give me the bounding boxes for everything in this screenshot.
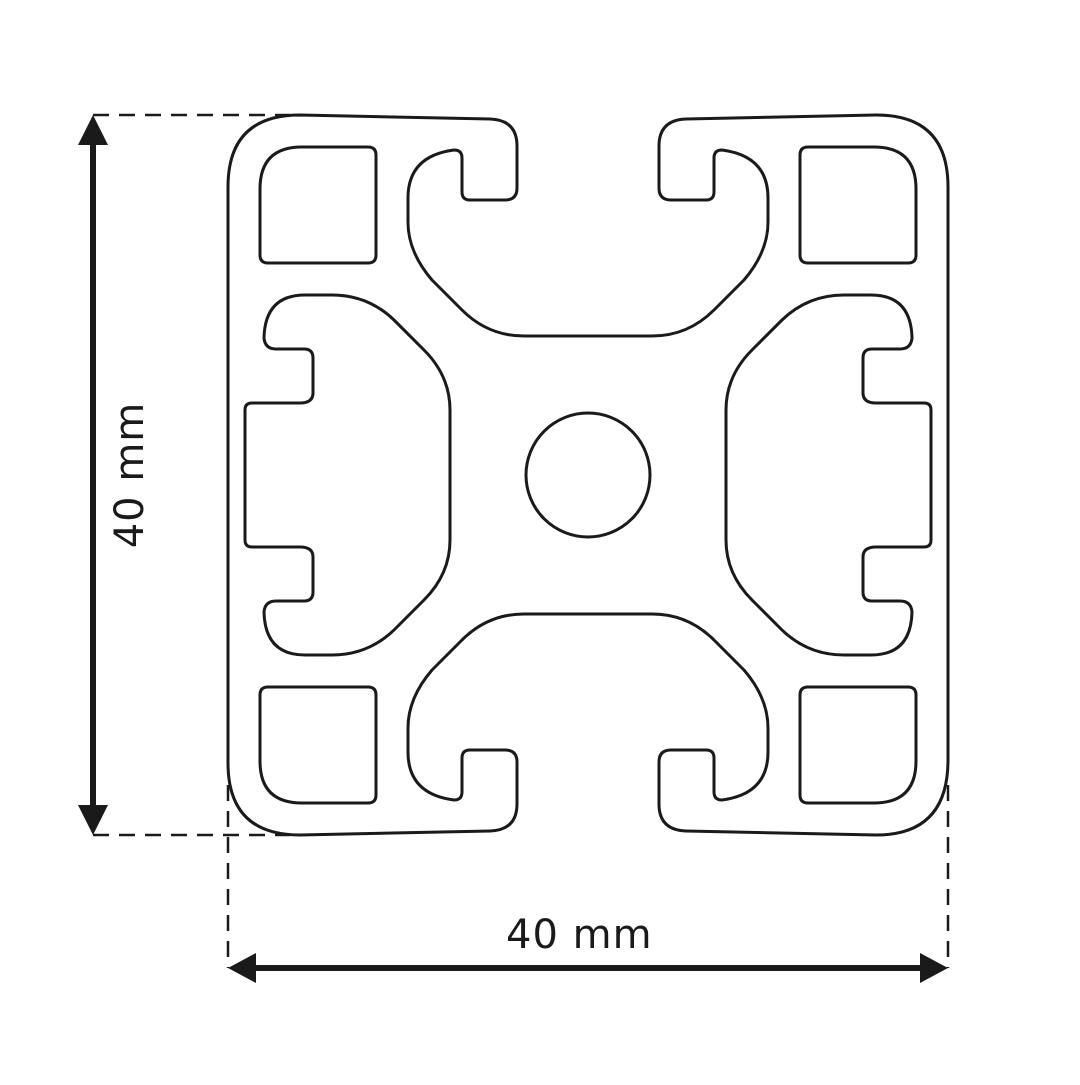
height-dimension: [78, 115, 108, 835]
height-dimension-label: 40 mm: [107, 401, 153, 549]
extension-lines: [93, 113, 950, 968]
arrow-left-icon: [228, 953, 256, 983]
left-slot-cavity: [243, 293, 452, 657]
arrow-right-icon: [920, 953, 948, 983]
corner-cavity-bottom-left: [258, 685, 378, 805]
arrow-down-icon: [78, 805, 108, 835]
corner-cavity-top-right: [798, 145, 918, 265]
arrow-up-icon: [78, 115, 108, 145]
corner-cavity-bottom-right: [798, 685, 918, 805]
width-dimension: [228, 953, 948, 983]
outer-profile: [226, 113, 950, 837]
corner-cavity-top-left: [258, 145, 378, 265]
center-bore: [524, 411, 652, 539]
width-dimension-label: 40 mm: [506, 912, 653, 958]
right-slot-cavity: [724, 293, 933, 657]
